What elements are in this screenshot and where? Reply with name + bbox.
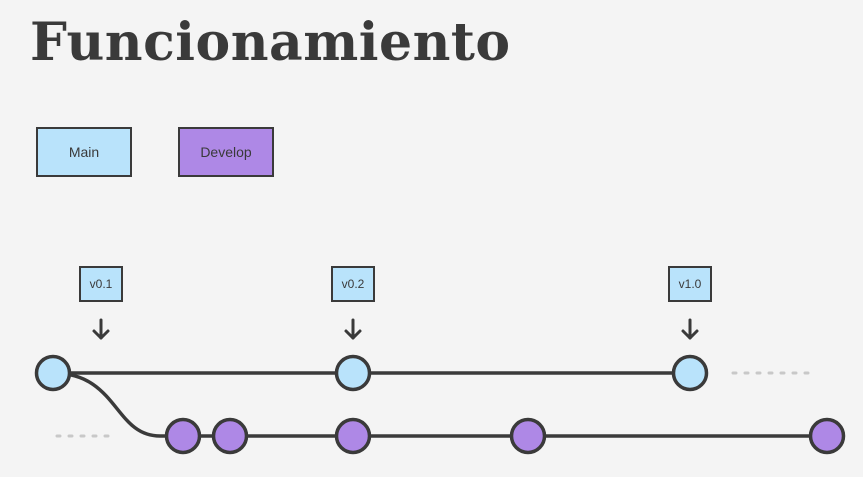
main-commit [34, 354, 72, 392]
develop-branch-line [52, 371, 827, 438]
legend-main-label: Main [68, 144, 100, 160]
version-tag-v1-0: v1.0 [668, 266, 712, 302]
page-title: Funcionamiento [30, 12, 511, 73]
legend-main-box: Main [36, 127, 132, 177]
version-tag-label: v0.1 [89, 277, 113, 291]
version-tag-label: v1.0 [678, 277, 702, 291]
legend-develop-label: Develop [200, 144, 252, 160]
legend-develop-box: Develop [178, 127, 274, 177]
develop-commit [164, 417, 202, 455]
tag-arrow-head [344, 329, 362, 340]
version-tag-v0-2: v0.2 [331, 266, 375, 302]
develop-commit [808, 417, 846, 455]
main-commit [334, 354, 372, 392]
version-tag-label: v0.2 [341, 277, 365, 291]
tag-arrow-head [681, 329, 699, 340]
version-tag-v0-1: v0.1 [79, 266, 123, 302]
develop-commit [509, 417, 547, 455]
develop-commit [211, 417, 249, 455]
tag-arrow-head [92, 329, 110, 340]
develop-commit [334, 417, 372, 455]
main-commit [671, 354, 709, 392]
